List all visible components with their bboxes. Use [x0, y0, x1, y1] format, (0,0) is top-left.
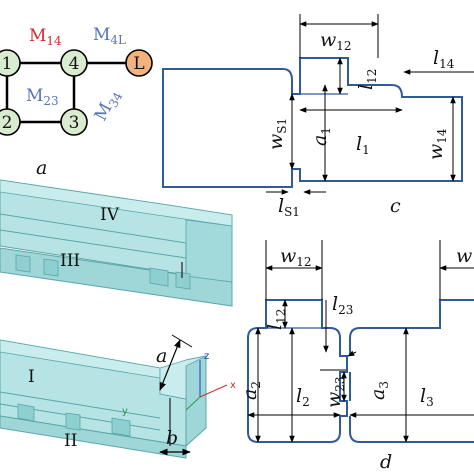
coupling-m23-label: M23	[26, 86, 59, 108]
panel-a-topology: 1 4 2 3 L M14 M4L M23 M34 a	[0, 25, 153, 179]
panel-d-layout: w12 w l12 l23 a2 l2 w23 a3 l3 d	[239, 240, 474, 473]
panel-d-dimension-lines	[247, 240, 474, 443]
panel-d-label: d	[380, 451, 392, 473]
axis-triad: z x y	[122, 351, 236, 417]
axis-z-label: z	[204, 351, 209, 362]
dim-w14-c: w14	[425, 128, 449, 160]
panel-c-dimension-lines	[266, 14, 474, 195]
resonator-node-4: 4	[60, 49, 88, 77]
dim-l23-d: l23	[332, 293, 353, 317]
dim-l14-c: l14	[433, 47, 455, 71]
dim-l3-d: l3	[420, 385, 434, 409]
dim-w23-d: w23	[323, 376, 347, 408]
dim-w12-d: w12	[280, 245, 312, 269]
resonator-node-2: 2	[0, 108, 21, 136]
panel-c-label: c	[390, 195, 401, 217]
dim-w12-c: w12	[320, 29, 352, 53]
panel-a-label: a	[36, 157, 47, 179]
dimension-b: b	[159, 427, 191, 456]
region-iii-label: III	[60, 251, 80, 271]
node-2-label: 2	[2, 113, 13, 133]
axis-y-label: y	[122, 406, 128, 417]
dimension-a: a	[156, 334, 193, 391]
node-1-label: 1	[2, 54, 13, 74]
dim-ls1-c: lS1	[278, 195, 300, 219]
coupling-m14-label: M14	[29, 26, 62, 48]
region-iv-label: IV	[100, 205, 120, 225]
resonator-1-outline	[162, 57, 463, 188]
dim-a1-c: a1	[309, 127, 333, 146]
axis-x-label: x	[230, 380, 236, 391]
dim-b-label: b	[166, 427, 178, 449]
load-label: L	[133, 54, 144, 74]
lower-waveguide-block	[0, 339, 207, 459]
region-i-label: I	[28, 367, 35, 387]
dim-a2-d: a2	[239, 381, 263, 400]
panel-b-3d-model: IV III I II a b	[0, 179, 236, 459]
coupling-m34-label: M34	[91, 86, 126, 126]
resonator-node-1: 1	[0, 49, 21, 77]
dim-l1-c: l1	[356, 133, 370, 157]
resonator-2-outline	[247, 299, 348, 443]
dim-l12-c: l12	[355, 69, 379, 90]
panel-c-layout: w12 l12 l14 wS1 a1 l1 w14 lS1 c	[162, 14, 474, 219]
dim-l12-d: l12	[264, 309, 288, 330]
node-3-label: 3	[69, 113, 80, 133]
dim-ws1-c: wS1	[265, 118, 289, 150]
resonator-3-outline	[349, 299, 474, 443]
coupling-m4l-label: M4L	[93, 25, 126, 47]
dim-a3-d: a3	[367, 381, 391, 400]
load-node: L	[125, 49, 153, 77]
resonator-node-3: 3	[60, 108, 88, 136]
dim-w-cut-d: w	[456, 245, 472, 267]
dim-l2-d: l2	[296, 385, 310, 409]
region-ii-label: II	[64, 431, 77, 451]
node-4-label: 4	[69, 54, 80, 74]
upper-waveguide-block	[0, 179, 233, 307]
dim-a-label: a	[156, 345, 167, 367]
